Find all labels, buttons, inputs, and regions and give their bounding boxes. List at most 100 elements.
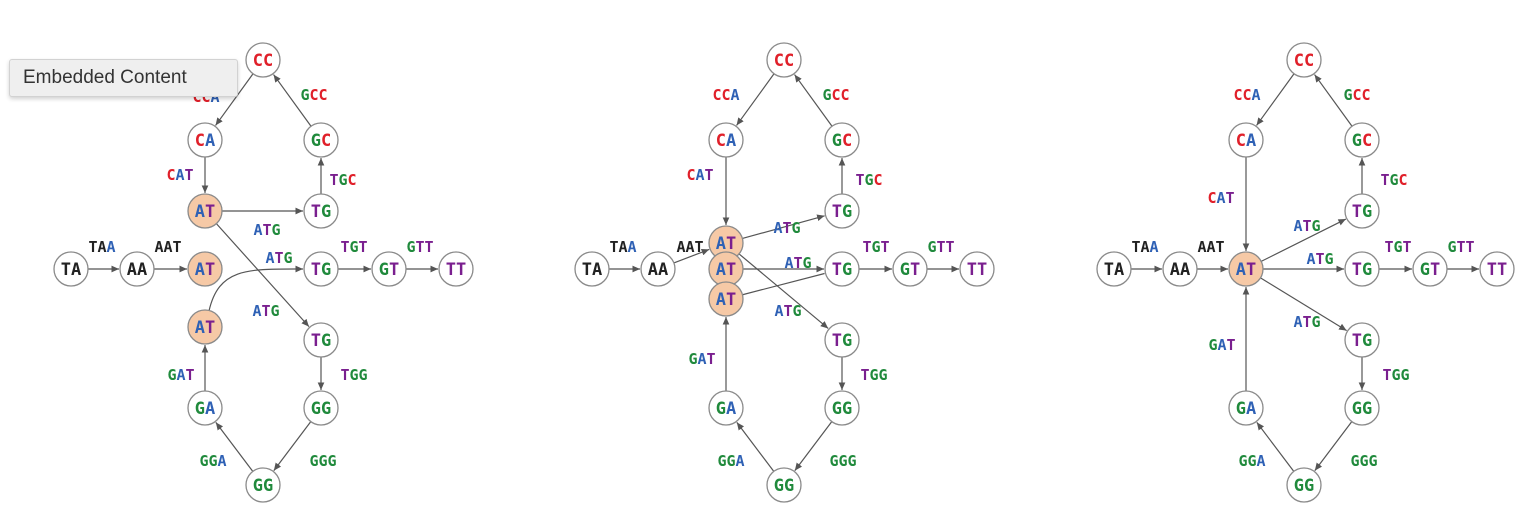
node-circle — [303, 122, 339, 158]
edge-label-atg: ATG — [252, 302, 279, 320]
node-label-gg: GG — [832, 399, 853, 419]
edge-label-tgg: TGG — [1382, 366, 1409, 384]
edge-label-ggg: GGG — [829, 452, 856, 470]
edge-label-gga: GGA — [1238, 452, 1265, 470]
node-label-at: AT — [716, 234, 737, 254]
edge-label-gtt: GTT — [406, 238, 433, 256]
edge-label-cat: CAT — [166, 166, 193, 184]
edge-label-gga: GGA — [199, 452, 226, 470]
node-circle — [959, 251, 995, 287]
node-gg: GG — [824, 390, 860, 426]
node-aa: AA — [640, 251, 676, 287]
node-tg: TG — [303, 193, 339, 229]
embedded-content-tooltip: Embedded Content — [9, 59, 238, 97]
edge-arrow-cca — [1256, 73, 1295, 126]
node-label-at: AT — [195, 260, 216, 280]
edge-label-aat: AAT — [1197, 238, 1224, 256]
node-circle — [187, 251, 223, 287]
node-circle — [1096, 251, 1132, 287]
edge-label-ggg: GGG — [1350, 452, 1377, 470]
edge-label-taa: TAA — [1131, 238, 1158, 256]
node-at: AT — [708, 225, 744, 261]
node-gg: GG — [245, 467, 281, 503]
edge-label-aat: AAT — [676, 238, 703, 256]
node-circle — [187, 122, 223, 158]
node-tg: TG — [1344, 251, 1380, 287]
node-label-cc: CC — [774, 51, 795, 71]
node-label-tg: TG — [311, 331, 332, 351]
edge-label-atg: ATG — [1306, 250, 1333, 268]
node-aa: AA — [119, 251, 155, 287]
node-gg: GG — [766, 467, 802, 503]
edge-arrow-gcc — [1314, 74, 1353, 127]
node-tt: TT — [438, 251, 474, 287]
edge-arrow-atg — [742, 214, 825, 240]
edge-label-atg: ATG — [253, 221, 280, 239]
node-ca: CA — [187, 122, 223, 158]
node-label-tg: TG — [311, 202, 332, 222]
edge-label-gat: GAT — [167, 366, 194, 384]
node-label-ga: GA — [716, 399, 737, 419]
edge-arrow-gcc — [794, 74, 833, 127]
edge-arrow-gcc — [273, 74, 312, 127]
node-circle — [824, 251, 860, 287]
node-label-cc: CC — [1294, 51, 1315, 71]
edge-arrow-gga — [736, 422, 775, 472]
edge-arrow-atg — [1260, 277, 1347, 332]
edge-label-tgc: TGC — [329, 171, 356, 189]
node-circle — [187, 193, 223, 229]
node-circle — [824, 122, 860, 158]
edge-arrow-aat — [673, 248, 710, 264]
node-cc: CC — [766, 42, 802, 78]
edge-arrow-atg — [215, 223, 310, 328]
node-circle — [187, 309, 223, 345]
node-circle — [303, 390, 339, 426]
node-label-gt: GT — [1420, 260, 1441, 280]
node-circle — [574, 251, 610, 287]
node-circle — [766, 42, 802, 78]
edge-arrow-ggg — [1314, 421, 1353, 471]
edge-arrow-gga — [215, 422, 254, 472]
edge-label-cca: CCA — [192, 88, 219, 106]
node-label-tg: TG — [1352, 202, 1373, 222]
node-circle — [53, 251, 89, 287]
edge-arrow-ggg — [794, 421, 833, 471]
edge-label-atg: ATG — [773, 219, 800, 237]
node-aa: AA — [1162, 251, 1198, 287]
edge-label-gcc: GCC — [822, 86, 849, 104]
edge-label-tgc: TGC — [855, 171, 882, 189]
edge-label-gtt: GTT — [1447, 238, 1474, 256]
edge-label-atg: ATG — [774, 302, 801, 320]
node-label-tg: TG — [832, 331, 853, 351]
node-label-ta: TA — [582, 260, 603, 280]
node-circle — [303, 322, 339, 358]
node-gg: GG — [303, 390, 339, 426]
node-circle — [1344, 122, 1380, 158]
node-cc: CC — [245, 42, 281, 78]
node-gg: GG — [1344, 390, 1380, 426]
node-label-tg: TG — [832, 260, 853, 280]
node-gc: GC — [1344, 122, 1380, 158]
node-circle — [824, 390, 860, 426]
node-label-gg: GG — [774, 476, 795, 496]
node-gt: GT — [371, 251, 407, 287]
edge-label-gcc: GCC — [300, 86, 327, 104]
edge-arrow-cca — [215, 73, 254, 126]
edge-label-atg: ATG — [1293, 313, 1320, 331]
node-at: AT — [708, 281, 744, 317]
edge-label-aat: AAT — [154, 238, 181, 256]
node-label-tg: TG — [832, 202, 853, 222]
node-label-gg: GG — [1294, 476, 1315, 496]
node-label-gc: GC — [311, 131, 332, 151]
node-label-gg: GG — [1352, 399, 1373, 419]
node-label-ca: CA — [1236, 131, 1257, 151]
edge-arrow-cca — [736, 73, 775, 126]
node-circle — [1162, 251, 1198, 287]
node-tg: TG — [824, 322, 860, 358]
node-ca: CA — [708, 122, 744, 158]
node-gc: GC — [303, 122, 339, 158]
